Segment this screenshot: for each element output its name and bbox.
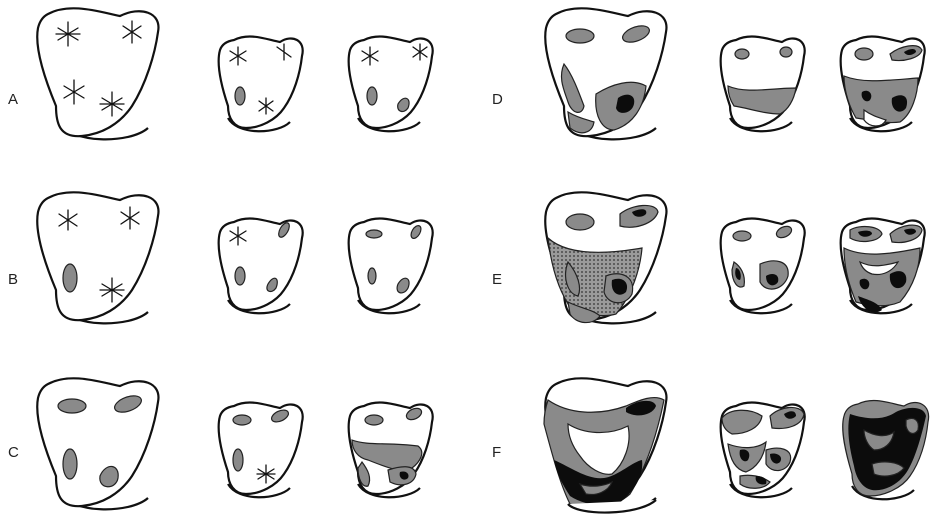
tooth-f-2 bbox=[721, 403, 805, 498]
tooth-d-2 bbox=[721, 37, 805, 132]
row-label-b: B bbox=[8, 271, 18, 288]
tooth-e-3 bbox=[841, 219, 925, 314]
tooth-f-1 bbox=[544, 378, 666, 512]
row-label-d: D bbox=[492, 91, 503, 108]
tooth-b-2 bbox=[219, 219, 303, 314]
row-label-a: A bbox=[8, 91, 18, 108]
tooth-f-3 bbox=[843, 401, 929, 500]
tooth-e-1 bbox=[545, 192, 666, 323]
tooth-c-1 bbox=[37, 378, 158, 509]
tooth-a-2 bbox=[219, 37, 303, 132]
row-label-f: F bbox=[492, 444, 501, 461]
tooth-e-2 bbox=[721, 219, 805, 314]
tooth-c-2 bbox=[219, 403, 303, 498]
tooth-d-3 bbox=[841, 37, 925, 132]
tooth-b-3 bbox=[349, 219, 433, 314]
tooth-d-1 bbox=[545, 8, 666, 139]
tooth-a-1 bbox=[37, 8, 158, 139]
row-label-c: C bbox=[8, 444, 19, 461]
tooth-c-3 bbox=[349, 403, 433, 498]
row-label-e: E bbox=[492, 271, 502, 288]
tooth-a-3 bbox=[349, 37, 433, 132]
tooth-b-1 bbox=[37, 192, 158, 323]
